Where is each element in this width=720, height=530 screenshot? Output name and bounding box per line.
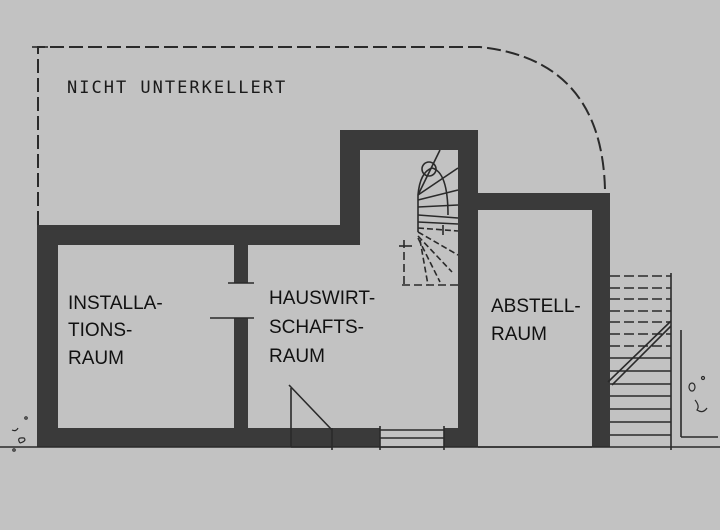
svg-text:HAUSWIRT-: HAUSWIRT- <box>269 288 375 309</box>
spiral-staircase-icon <box>399 149 459 286</box>
wall-storage-right <box>592 193 610 447</box>
wall-top-left <box>37 225 340 245</box>
walls <box>37 130 610 447</box>
exterior-stairs-icon <box>607 273 718 450</box>
room-label-abstellraum: ABSTELL- RAUM <box>491 296 581 345</box>
door-opening-ticks <box>210 282 254 319</box>
wall-stair-left <box>340 130 360 245</box>
svg-text:ABSTELL-: ABSTELL- <box>491 296 581 317</box>
svg-text:SCHAFTS-: SCHAFTS- <box>269 317 364 338</box>
unexcavated-note: NICHT UNTERKELLERT <box>67 78 287 98</box>
wall-bottom-left <box>37 428 332 447</box>
wall-partition-lower <box>234 318 248 430</box>
svg-text:INSTALLA-: INSTALLA- <box>68 293 163 314</box>
room-label-installationsraum: INSTALLA- TIONS- RAUM <box>68 293 163 369</box>
room-label-hauswirtschaftsraum: HAUSWIRT- SCHAFTS- RAUM <box>269 288 375 367</box>
wall-left <box>37 225 58 447</box>
svg-text:RAUM: RAUM <box>491 324 547 345</box>
wall-bottom-mid <box>332 428 380 447</box>
svg-text:RAUM: RAUM <box>269 346 325 367</box>
svg-text:TIONS-: TIONS- <box>68 320 132 341</box>
wall-storage-top <box>478 193 610 210</box>
wall-bottom-right <box>444 428 478 447</box>
wall-stair-top <box>340 130 478 150</box>
unexcavated-boundary <box>37 46 606 225</box>
gravel-icon <box>11 375 708 452</box>
svg-text:RAUM: RAUM <box>68 348 124 369</box>
wall-partition-upper <box>234 245 248 283</box>
wall-stair-right <box>458 130 478 447</box>
